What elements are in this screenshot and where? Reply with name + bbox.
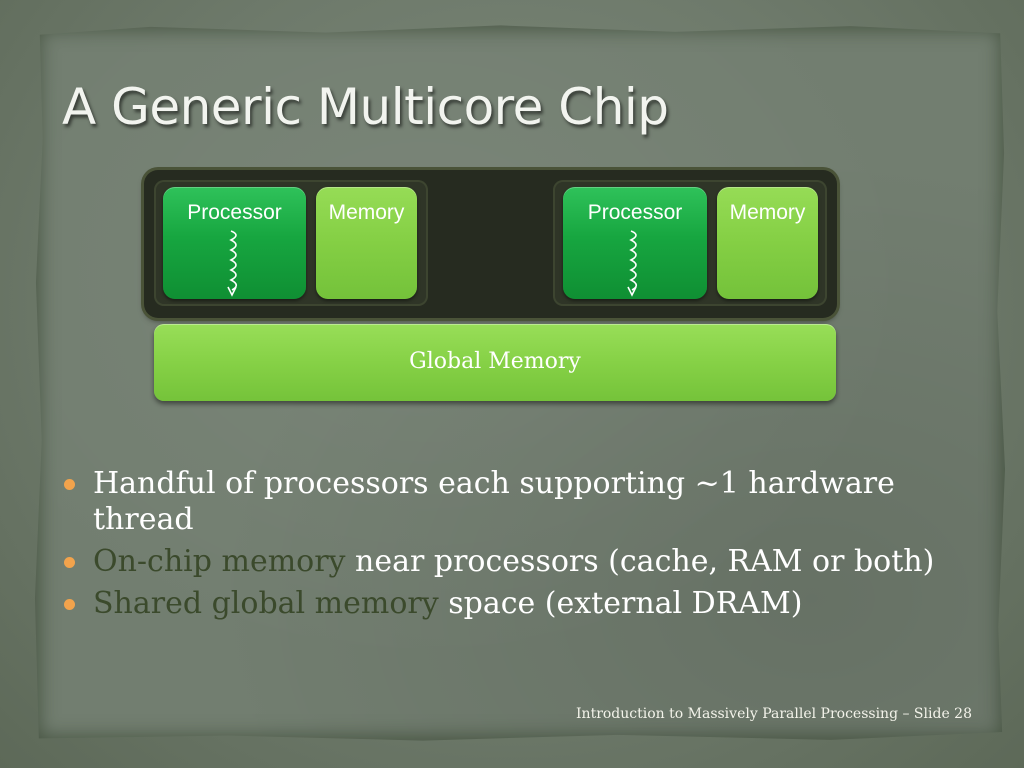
memory-block-2: Memory <box>717 187 818 299</box>
slide-title: A Generic Multicore Chip <box>62 78 669 136</box>
thread-icon <box>227 230 238 297</box>
bullet-item: Shared global memory space (external DRA… <box>62 586 942 622</box>
processor-block-1: Processor <box>163 187 306 299</box>
bullet-item: On-chip memory near processors (cache, R… <box>62 544 942 580</box>
memory-label: Memory <box>328 201 405 224</box>
bullet-text: Handful of processors each supporting ~1… <box>93 466 895 537</box>
processor-label: Processor <box>587 201 683 224</box>
bullet-item: Handful of processors each supporting ~1… <box>62 466 942 538</box>
memory-block-1: Memory <box>316 187 417 299</box>
bullet-dot-icon <box>64 557 75 568</box>
thread-icon <box>627 230 638 297</box>
bullet-highlight: Shared global memory <box>93 586 439 621</box>
bullet-text: space (external DRAM) <box>438 586 803 621</box>
bullet-dot-icon <box>64 599 75 610</box>
bullet-dot-icon <box>64 479 75 490</box>
global-memory-label: Global Memory <box>409 349 581 374</box>
bullet-highlight: On-chip memory <box>93 544 346 579</box>
bullet-list: Handful of processors each supporting ~1… <box>62 466 942 628</box>
processor-label: Processor <box>187 201 282 224</box>
bullet-text: near processors (cache, RAM or both) <box>345 544 935 579</box>
processor-block-2: Processor <box>563 187 707 299</box>
global-memory-block: Global Memory <box>154 324 836 401</box>
slide-footer: Introduction to Massively Parallel Proce… <box>576 706 972 722</box>
memory-label: Memory <box>729 201 806 224</box>
